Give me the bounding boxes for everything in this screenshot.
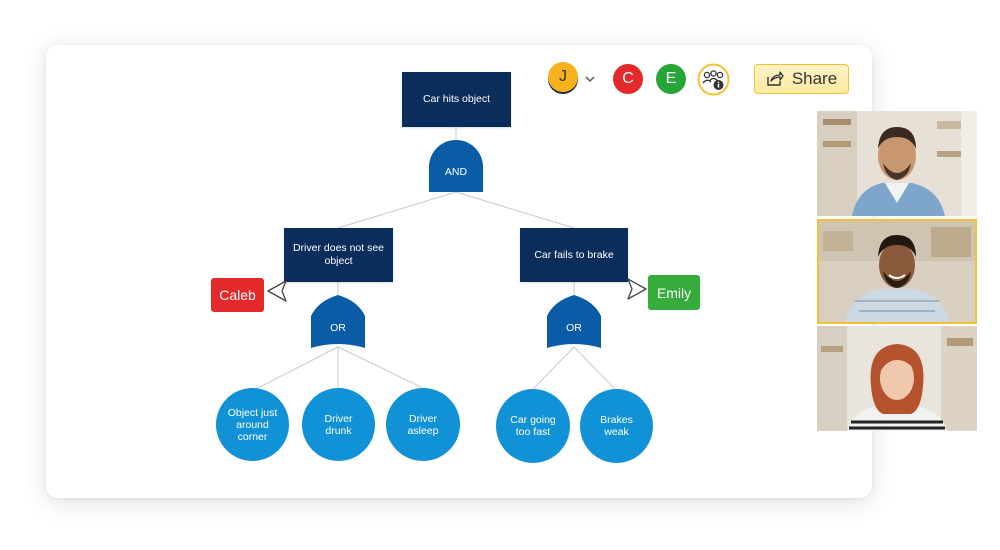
and-gate-label: AND <box>444 166 468 178</box>
avatar-j[interactable]: J <box>548 62 578 92</box>
participants-info-icon[interactable] <box>697 63 730 96</box>
participant-video-image <box>817 326 977 431</box>
share-icon <box>767 71 784 86</box>
share-label: Share <box>791 69 838 88</box>
avatar-initial: J <box>559 68 567 85</box>
cause-driver-drunk[interactable]: Driver drunk <box>302 388 375 461</box>
avatar-initial: C <box>622 70 634 87</box>
cursor-name-emily: Emily <box>656 284 692 301</box>
share-button[interactable]: Share <box>754 64 849 94</box>
cause-car-going-too-fast[interactable]: Car going too fast <box>496 389 570 463</box>
avatar-initial: E <box>665 70 677 87</box>
right-or-gate-label: OR <box>566 322 582 334</box>
cause-label: Driver asleep <box>407 412 439 437</box>
right-event-label: Car fails to brake <box>534 248 614 261</box>
cursor-tag-emily: Emily <box>648 275 700 310</box>
right-event-box[interactable]: Car fails to brake <box>520 228 628 282</box>
participant-video-image <box>817 111 977 216</box>
cursor-name-caleb: Caleb <box>219 287 256 303</box>
video-feed-1[interactable] <box>817 111 977 216</box>
left-event-box[interactable]: Driver does not see object <box>284 228 393 282</box>
cause-label: Brakes weak <box>600 414 633 438</box>
participant-video-image <box>819 221 975 322</box>
cursor-arrow-icon <box>627 278 647 300</box>
left-or-gate-label: OR <box>330 322 346 334</box>
cause-label: Car going too fast <box>510 414 556 438</box>
cursor-arrow-icon <box>267 280 287 302</box>
left-event-label: Driver does not see object <box>292 242 385 267</box>
cursor-tag-caleb: Caleb <box>211 278 264 312</box>
video-feed-2-active[interactable] <box>817 219 977 324</box>
video-feed-3[interactable] <box>817 326 977 431</box>
chevron-down-icon[interactable] <box>583 72 597 86</box>
cause-label: Driver drunk <box>324 412 353 437</box>
cause-object-around-corner[interactable]: Object just around corner <box>216 388 289 461</box>
cause-brakes-weak[interactable]: Brakes weak <box>580 389 653 463</box>
top-event-box[interactable]: Car hits object <box>402 72 511 127</box>
cause-driver-asleep[interactable]: Driver asleep <box>386 388 460 461</box>
top-event-label: Car hits object <box>422 93 491 105</box>
avatar-c[interactable]: C <box>613 64 643 94</box>
cause-label: Object just around corner <box>227 406 278 443</box>
avatar-e[interactable]: E <box>656 64 686 94</box>
